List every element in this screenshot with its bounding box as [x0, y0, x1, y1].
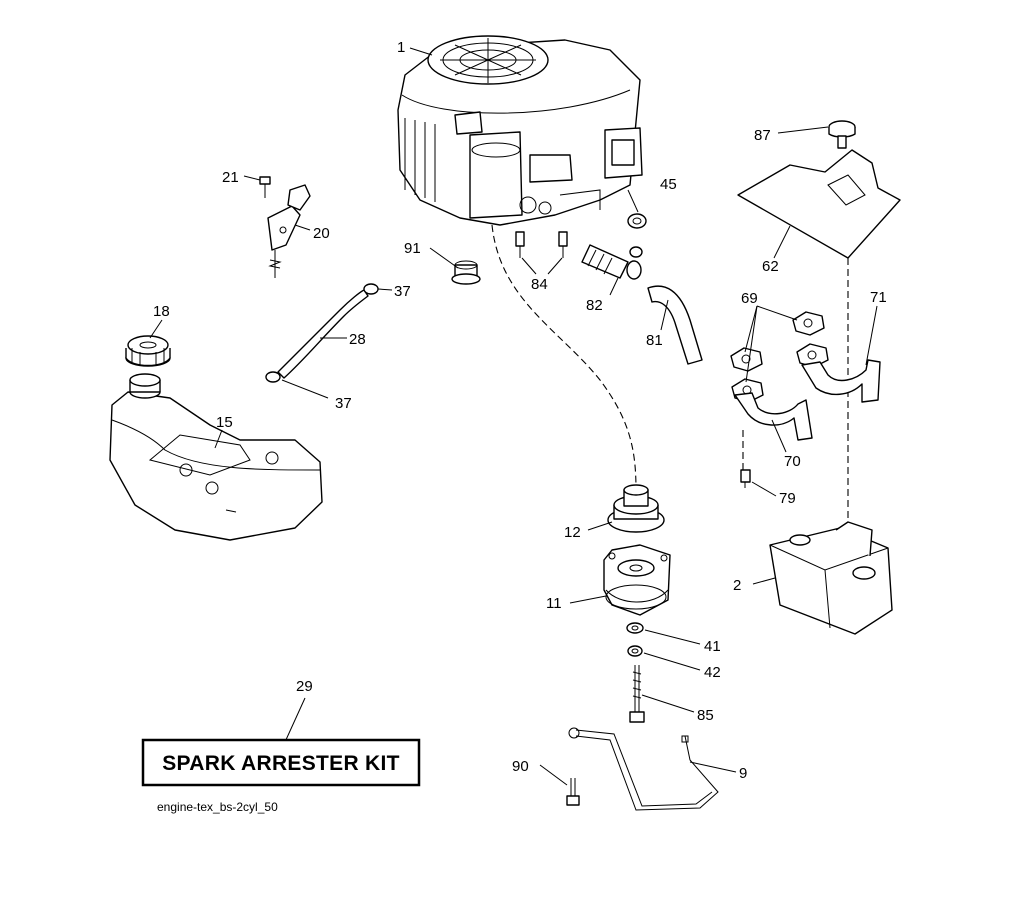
gaskets-69 — [730, 311, 829, 403]
callout-28: 28 — [349, 331, 366, 348]
fuel-tank-15 — [109, 373, 323, 541]
exhaust-pipe-70 — [734, 392, 813, 441]
callout-70: 70 — [784, 453, 801, 470]
bolts-84 — [515, 231, 568, 258]
callout-37-bottom: 37 — [335, 395, 352, 412]
callout-20: 20 — [313, 225, 330, 242]
screw-21 — [259, 176, 271, 198]
callout-11: 11 — [546, 595, 562, 612]
callout-2: 2 — [733, 577, 741, 594]
rod-9 — [568, 727, 719, 811]
nut-45 — [627, 213, 647, 229]
callout-71: 71 — [870, 289, 887, 306]
pto-clutch-11 — [603, 544, 671, 616]
fuel-filter-82 — [581, 244, 643, 280]
clamp-37-top — [363, 283, 379, 295]
bushing-91 — [451, 260, 481, 285]
callout-84: 84 — [531, 276, 548, 293]
callout-41: 41 — [704, 638, 721, 655]
callout-9: 9 — [739, 765, 747, 782]
pulley-12 — [607, 484, 665, 533]
fuel-cap-18 — [125, 335, 171, 367]
engine — [397, 35, 643, 226]
callout-29: 29 — [296, 678, 313, 695]
washer-41 — [626, 622, 644, 634]
hose-81 — [647, 285, 703, 365]
throttle-control-20 — [267, 184, 311, 278]
washer-42 — [627, 645, 643, 657]
callout-12: 12 — [564, 524, 581, 541]
knob-87 — [828, 120, 856, 149]
exhaust-pipe-71 — [801, 359, 881, 403]
callout-62: 62 — [762, 258, 779, 275]
callout-79: 79 — [779, 490, 796, 507]
callout-labels: 1 21 20 45 91 84 82 81 37 28 37 18 15 87… — [153, 39, 887, 782]
callout-90: 90 — [512, 758, 529, 775]
bolt-90 — [566, 778, 580, 806]
callout-37-top: 37 — [394, 283, 411, 300]
callout-87: 87 — [754, 127, 771, 144]
callout-21: 21 — [222, 169, 239, 186]
muffler-2 — [769, 521, 893, 635]
clamp-37-bottom — [265, 371, 281, 383]
callout-81: 81 — [646, 332, 663, 349]
bolt-85 — [629, 665, 645, 723]
callout-42: 42 — [704, 664, 721, 681]
callout-69: 69 — [741, 290, 758, 307]
heat-shield-62 — [737, 149, 901, 259]
callout-91: 91 — [404, 240, 421, 257]
spark-arrester-kit-box: SPARK ARRESTER KIT — [141, 738, 421, 787]
callout-15: 15 — [216, 414, 233, 431]
leader-lines — [149, 47, 878, 786]
callout-1: 1 — [397, 39, 405, 56]
callout-45: 45 — [660, 176, 677, 193]
callout-82: 82 — [586, 297, 603, 314]
assembly-line-engine-to-clutch — [491, 224, 637, 491]
spark-arrester-kit-label: SPARK ARRESTER KIT — [162, 752, 400, 775]
drawing-code: engine-tex_bs-2cyl_50 — [157, 800, 278, 814]
bolt-79 — [740, 469, 751, 488]
fuel-line-28 — [277, 289, 369, 379]
callout-18: 18 — [153, 303, 170, 320]
callout-85: 85 — [697, 707, 714, 724]
